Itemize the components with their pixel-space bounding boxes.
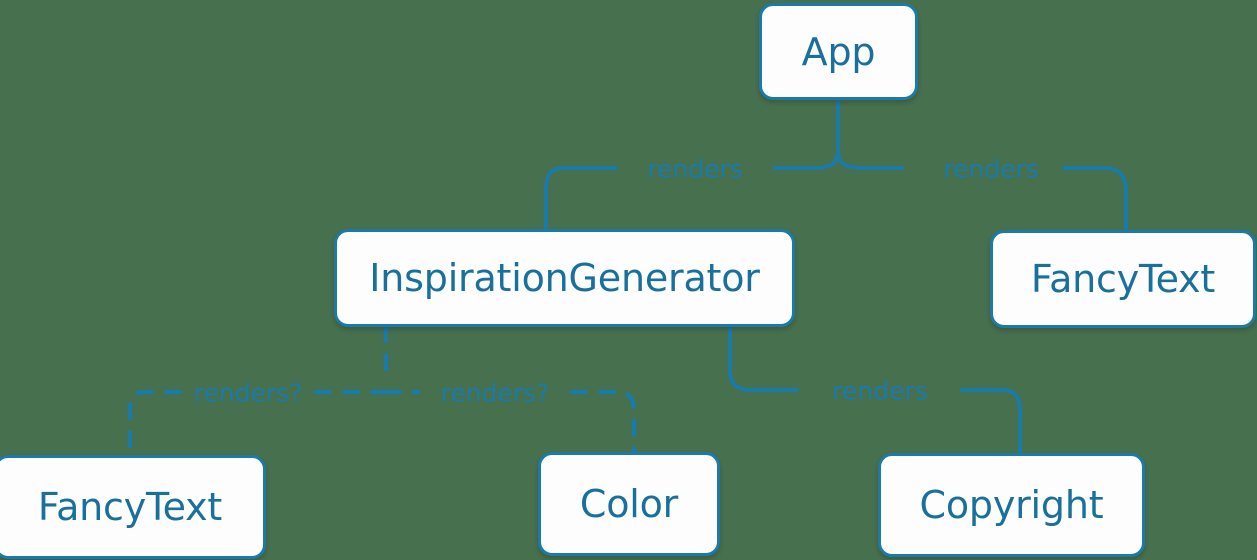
edge-label-inspirationgenerator-to-fancytext-bottom: renders? bbox=[193, 378, 303, 408]
edge-app-to-fancytext-right bbox=[836, 148, 1128, 232]
node-app-label: App bbox=[801, 29, 876, 74]
node-copyright[interactable]: Copyright bbox=[878, 453, 1145, 557]
node-fancytext-bottom-label: FancyText bbox=[37, 485, 223, 529]
edge-label-app-to-inspirationgenerator: renders bbox=[647, 154, 743, 184]
edge-label-inspirationgenerator-to-color: renders? bbox=[440, 378, 550, 408]
node-color-label: Color bbox=[579, 482, 679, 526]
edge-label-inspirationgenerator-to-copyright: renders bbox=[832, 376, 928, 406]
edge-label-app-to-fancytext-right: renders bbox=[943, 154, 1039, 184]
edge-inspirationgenerator-to-color bbox=[383, 389, 637, 455]
node-fancytext-right-label: FancyText bbox=[1030, 257, 1216, 301]
node-app[interactable]: App bbox=[759, 3, 918, 100]
node-copyright-label: Copyright bbox=[919, 483, 1104, 527]
edge-inspirationgenerator-to-copyright bbox=[728, 325, 1022, 455]
node-fancytext-right[interactable]: FancyText bbox=[990, 230, 1256, 328]
node-inspirationgenerator[interactable]: InspirationGenerator bbox=[334, 229, 795, 327]
node-color[interactable]: Color bbox=[538, 452, 720, 556]
node-inspirationgenerator-label: InspirationGenerator bbox=[369, 256, 760, 300]
node-fancytext-bottom[interactable]: FancyText bbox=[0, 455, 266, 559]
